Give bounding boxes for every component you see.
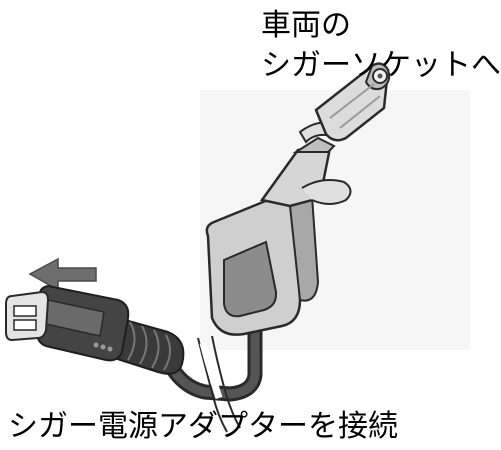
adapter-neck bbox=[259, 121, 352, 208]
lighter-plug-barrel bbox=[314, 62, 391, 142]
arrow-left-icon bbox=[28, 257, 97, 292]
label-top-line2: シガーソケットへ bbox=[261, 48, 501, 83]
label-to-car-socket: 車両の シガーソケットへ bbox=[261, 6, 501, 86]
usb-plug bbox=[5, 284, 130, 362]
label-top-line1: 車両の bbox=[261, 8, 351, 43]
label-connect-adapter: シガー電源アダプターを接続 bbox=[8, 409, 398, 444]
adapter-body bbox=[205, 194, 320, 336]
usb-strain-relief bbox=[106, 316, 185, 375]
cable bbox=[164, 322, 263, 433]
